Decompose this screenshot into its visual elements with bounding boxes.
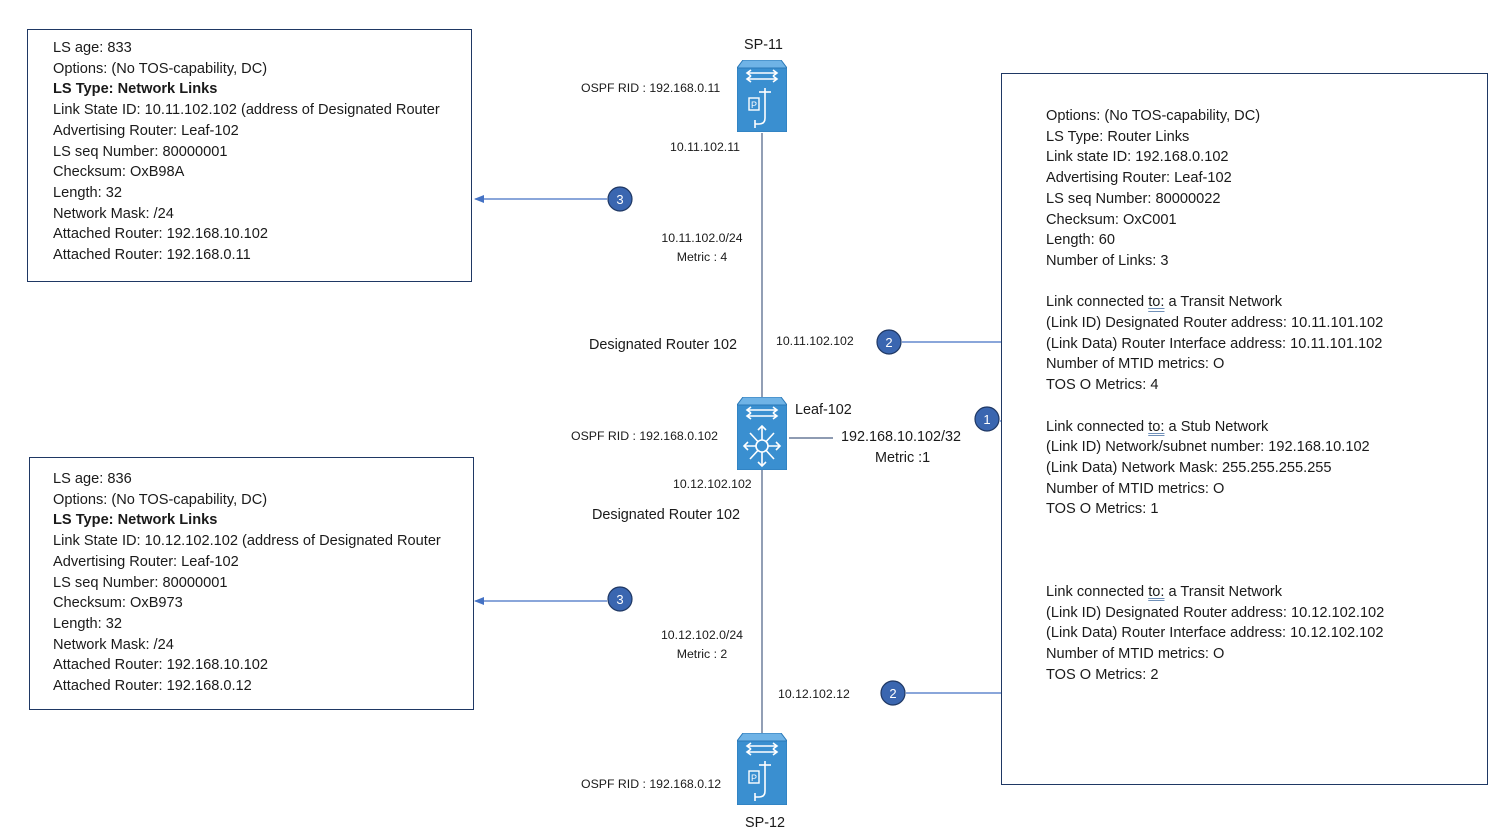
upper-metric: Metric : 4: [676, 250, 728, 264]
marker-2-top: 2: [876, 329, 902, 355]
lsa-attached-router: Attached Router: 192.168.10.102: [53, 226, 269, 243]
lsa-link-state-id: Link State ID: 10.12.102.102 (address of…: [53, 533, 441, 550]
leaf-switch-icon[interactable]: [737, 397, 787, 470]
svg-text:1: 1: [983, 412, 990, 427]
link-mtid: Number of MTID metrics: O: [1046, 356, 1225, 373]
router-lsa-box: Options: (No TOS-capability, DC) LS Type…: [1001, 73, 1488, 785]
sp11-name: SP-11: [744, 37, 783, 53]
leaf-upper-ip: 10.11.102.102: [776, 334, 854, 348]
link-data: (Link Data) Network Mask: 255.255.255.25…: [1046, 459, 1332, 476]
lsa-options: Options: (No TOS-capability, DC): [53, 60, 268, 77]
lsa-adv-router: Advertising Router: Leaf-102: [1046, 170, 1232, 187]
lower-subnet: 10.12.102.0/24: [660, 628, 744, 642]
network-lsa-top-box: LS age: 833 Options: (No TOS-capability,…: [27, 29, 472, 282]
link-mtid: Number of MTID metrics: O: [1046, 480, 1225, 497]
marker-2-bottom: 2: [880, 680, 906, 706]
sp11-rid: OSPF RID : 192.168.0.11: [581, 81, 721, 95]
lsa-attached-router: Attached Router: 192.168.10.102: [53, 657, 269, 674]
lsa-checksum: Checksum: OxB973: [53, 595, 183, 612]
lsa-age: LS age: 833: [53, 40, 132, 56]
lsa-link-state-id: Link State ID: 10.11.102.102 (address of…: [53, 102, 440, 119]
link-id: (Link ID) Network/subnet number: 192.168…: [1046, 439, 1370, 456]
spine-router-icon[interactable]: P: [737, 733, 787, 805]
link-tos-metric: TOS O Metrics: 1: [1046, 501, 1159, 518]
link-data: (Link Data) Router Interface address: 10…: [1046, 625, 1384, 642]
lsa-num-links: Number of Links: 3: [1046, 252, 1169, 269]
lsa-link-state-id: Link state ID: 192.168.0.102: [1046, 149, 1229, 166]
link-tos-metric: TOS O Metrics: 2: [1046, 666, 1159, 683]
lsa-checksum: Checksum: OxC001: [1046, 211, 1177, 228]
lsa-length: Length: 60: [1046, 232, 1115, 249]
link-id: (Link ID) Designated Router address: 10.…: [1046, 604, 1385, 621]
lsa-attached-router: Attached Router: 192.168.0.11: [53, 247, 251, 264]
lsa-mask: Network Mask: /24: [53, 636, 174, 653]
lower-dr-label: Designated Router 102: [592, 507, 741, 523]
lsa-options: Options: (No TOS-capability, DC): [53, 491, 268, 508]
lsa-options: Options: (No TOS-capability, DC): [1046, 108, 1261, 124]
link-connected-to: Link connected to: a Transit Network: [1046, 584, 1283, 601]
svg-text:P: P: [751, 773, 757, 783]
lower-metric: Metric : 2: [676, 647, 728, 661]
lsa-seq: LS seq Number: 80000001: [53, 143, 228, 160]
link-data: (Link Data) Router Interface address: 10…: [1046, 335, 1383, 352]
svg-text:2: 2: [885, 335, 892, 350]
marker-1: 1: [974, 406, 1000, 432]
sp12-ip: 10.12.102.12: [778, 687, 850, 701]
lsa-attached-router: Attached Router: 192.168.0.12: [53, 678, 252, 695]
leaf-name: Leaf-102: [795, 402, 852, 418]
network-lsa-bottom-box: LS age: 836 Options: (No TOS-capability,…: [29, 457, 474, 710]
link-tos-metric: TOS O Metrics: 4: [1046, 377, 1159, 394]
marker-3-bottom: 3: [607, 586, 633, 612]
link-id: (Link ID) Designated Router address: 10.…: [1046, 315, 1384, 332]
lsa-checksum: Checksum: OxB98A: [53, 164, 185, 181]
lsa-seq: LS seq Number: 80000022: [1046, 190, 1221, 207]
lsa-seq: LS seq Number: 80000001: [53, 574, 228, 591]
lsa-type: LS Type: Network Links: [53, 81, 218, 98]
lsa-mask: Network Mask: /24: [53, 205, 174, 222]
leaf-lower-ip: 10.12.102.102: [673, 477, 752, 491]
lsa-type: LS Type: Router Links: [1046, 128, 1190, 145]
stub-subnet: 192.168.10.102/32: [841, 429, 962, 445]
svg-text:2: 2: [889, 686, 896, 701]
link-mtid: Number of MTID metrics: O: [1046, 646, 1225, 663]
svg-text:3: 3: [616, 192, 623, 207]
upper-subnet: 10.11.102.0/24: [661, 231, 743, 245]
sp11-ip: 10.11.102.11: [670, 140, 740, 154]
link-connected-to: Link connected to: a Stub Network: [1046, 418, 1269, 435]
lsa-length: Length: 32: [53, 615, 122, 632]
stub-metric: Metric :1: [875, 450, 931, 466]
sp12-name: SP-12: [745, 815, 785, 831]
lsa-adv-router: Advertising Router: Leaf-102: [53, 553, 239, 570]
sp12-rid: OSPF RID : 192.168.0.12: [581, 777, 722, 791]
lsa-age: LS age: 836: [53, 471, 132, 487]
link-connected-to: Link connected to: a Transit Network: [1046, 294, 1283, 311]
spine-router-icon[interactable]: P: [737, 60, 787, 132]
upper-dr-label: Designated Router 102: [589, 337, 738, 353]
leaf-rid: OSPF RID : 192.168.0.102: [571, 429, 718, 443]
lsa-type: LS Type: Network Links: [53, 512, 218, 529]
lsa-length: Length: 32: [53, 184, 122, 201]
marker-3-top: 3: [607, 186, 633, 212]
svg-text:3: 3: [616, 592, 623, 607]
svg-text:P: P: [751, 100, 757, 110]
lsa-adv-router: Advertising Router: Leaf-102: [53, 122, 239, 139]
